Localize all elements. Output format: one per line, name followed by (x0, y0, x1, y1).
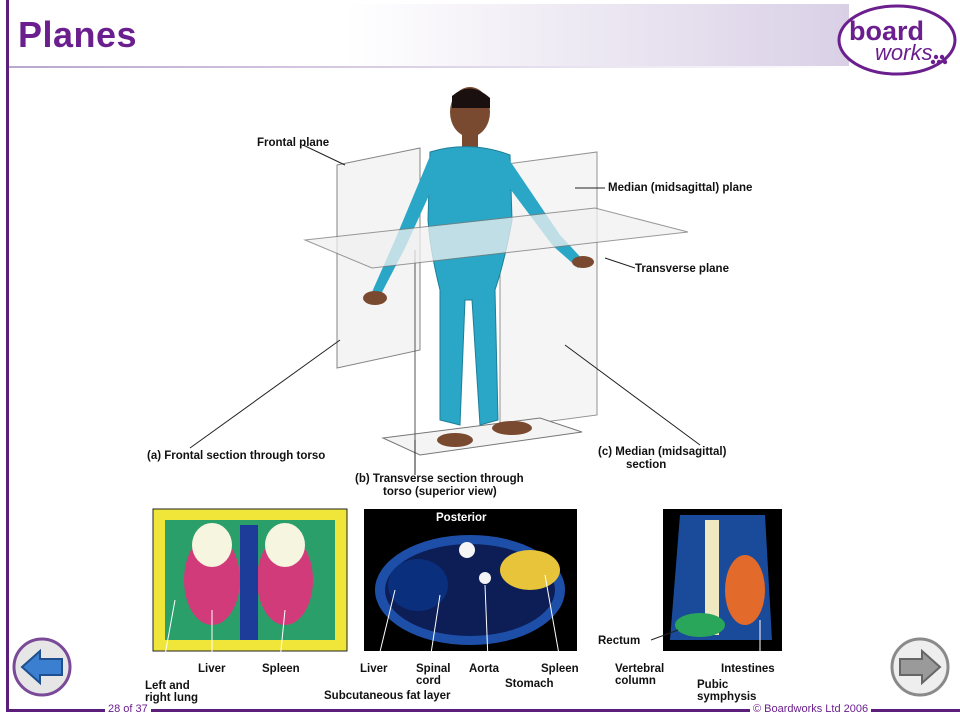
label-spleen-b: Spleen (541, 663, 579, 675)
label-pubic-symphysis-line2: symphysis (697, 691, 757, 703)
slide-title: Planes (18, 14, 138, 55)
label-frontal-section: (a) Frontal section through torso (147, 450, 326, 462)
title-underline (9, 66, 849, 68)
label-vertebral-column-line2: column (615, 675, 656, 687)
page-number: 28 of 37 (105, 703, 151, 715)
label-liver-b: Liver (360, 663, 388, 675)
label-spleen-a: Spleen (262, 663, 300, 675)
label-transverse-section-line1: (b) Transverse section through (355, 473, 524, 485)
label-spinal-cord-line2: cord (416, 675, 441, 687)
label-transverse-plane: Transverse plane (635, 263, 729, 275)
label-vertebral-column-line1: Vertebral (615, 663, 665, 675)
frontal-section-scan (152, 508, 348, 652)
title-bar (9, 4, 849, 68)
label-aorta: Aorta (469, 663, 500, 675)
boardworks-logo: board works (837, 4, 957, 76)
label-stomach: Stomach (505, 678, 554, 690)
label-frontal-plane: Frontal plane (257, 137, 330, 149)
label-posterior: Posterior (436, 512, 487, 524)
arrow-right-icon (899, 648, 942, 686)
logo-text-works: works (875, 40, 932, 65)
label-median-section-line2: section (626, 459, 667, 471)
label-median-section-line1: (c) Median (midsagittal) (598, 446, 727, 458)
slide-frame-left (6, 0, 9, 712)
median-section-scan (663, 509, 782, 651)
transverse-section-scan (364, 509, 577, 651)
label-left-right-lung-line1: Left and (145, 680, 190, 692)
copyright-text: © Boardworks Ltd 2006 (750, 703, 872, 715)
label-liver-a: Liver (198, 663, 226, 675)
previous-slide-button[interactable] (12, 637, 72, 697)
arrow-left-icon (20, 648, 63, 686)
label-intestines: Intestines (721, 663, 775, 675)
label-rectum: Rectum (598, 635, 641, 647)
label-pubic-symphysis-line1: Pubic (697, 679, 729, 691)
label-left-right-lung-line2: right lung (145, 692, 199, 704)
slide-frame-bottom (6, 709, 960, 712)
logo-text-board: board (849, 16, 924, 46)
next-slide-button[interactable] (890, 637, 950, 697)
label-subcutaneous-fat-layer: Subcutaneous fat layer (324, 690, 451, 702)
label-median-plane: Median (midsagittal) plane (608, 182, 753, 194)
label-spinal-cord-line1: Spinal (416, 663, 451, 675)
label-transverse-section-line2: torso (superior view) (383, 486, 497, 498)
